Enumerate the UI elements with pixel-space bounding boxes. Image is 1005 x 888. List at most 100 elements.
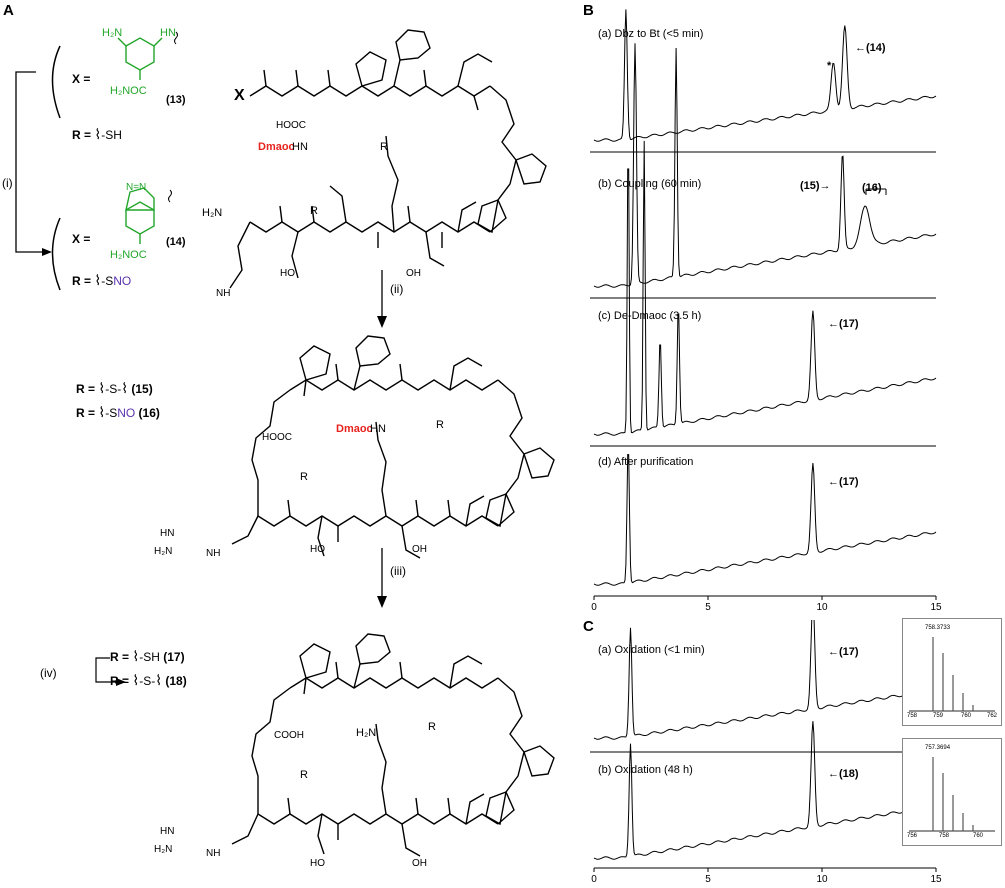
x-tick-label: 0 [591, 874, 597, 885]
ms-tick-b-0: 756 [907, 833, 918, 839]
oh-label-2: OH [406, 268, 421, 279]
step-ii-label: (ii) [390, 282, 404, 296]
ms-tick-b-1: 758 [939, 833, 950, 839]
r-side-4: R [300, 471, 308, 483]
step-i-label: (i) [2, 176, 13, 190]
r-side-2: R [310, 205, 318, 217]
r-side-5: R [428, 721, 436, 733]
peptide-structure-1: X HOOC Dmaoc HN R R H₂N HO OH NH [202, 29, 547, 299]
peak-label-15: (15)→ [800, 180, 831, 192]
step-iii-label: (iii) [390, 564, 406, 578]
x-group: X [234, 87, 245, 104]
trace-b-c [593, 140, 937, 436]
peak-label-18: ←(18) [828, 768, 859, 780]
trace-label-b-b: (b) Coupling (60 min) [598, 178, 702, 190]
r-label-16: R = ⌇-SNO (16) [76, 404, 160, 420]
ms-peak-label-b: 757.3694 [925, 745, 951, 751]
trace-label-c-b: (b) Oxidation (48 h) [598, 764, 693, 776]
step-i-arrow [15, 45, 61, 291]
ms-spectrum-a [909, 637, 995, 712]
peak-label-17-c: ←(17) [828, 318, 859, 330]
ms-inset-a: 758.3733 758 759 760 762 [902, 618, 1002, 726]
peak-label-17-ox: ←(17) [828, 646, 859, 658]
h2n-label-1: H₂N [202, 207, 222, 219]
ho-label-2: HO [310, 544, 325, 555]
ms-tick-a-0: 758 [907, 713, 918, 719]
svg-text:HN: HN [160, 27, 176, 39]
trace-label-b-d: (d) After purification [598, 456, 694, 468]
hooc-label-2: HOOC [262, 432, 292, 443]
ms-inset-b: 757.3694 756 758 760 [902, 738, 1002, 846]
ms-tick-a-1: 759 [933, 713, 944, 719]
peptide-structure-2: HOOC Dmaoc HN R R HO OH HN H₂N NH [154, 335, 555, 559]
bt-structure: N=N H₂NOC [110, 182, 172, 261]
nh-guan-2: NH [206, 548, 220, 559]
hn-label-1: HN [292, 141, 308, 153]
svg-text:H₂N: H₂N [102, 27, 122, 39]
cooh-label-3: COOH [274, 730, 304, 741]
x-tick-label: 10 [816, 602, 828, 612]
step-iii-arrow [377, 548, 387, 608]
x-tick-label: 15 [930, 602, 942, 612]
x-label-14: X = [72, 232, 91, 246]
h2n-guan-3: H₂N [154, 844, 172, 855]
oh-label-1: HO [280, 268, 295, 279]
trace-c-b [593, 721, 937, 860]
compound-13-label: (13) [166, 94, 186, 106]
x-tick-label: 0 [591, 602, 597, 612]
ms-spectrum-b [909, 757, 995, 832]
step-iv-label: (iv) [40, 666, 57, 680]
oh-label-3: OH [412, 544, 427, 555]
ms-tick-a-2: 760 [961, 713, 972, 719]
peptide-structure-3: COOH H₂N R R HO OH HN H₂N NH [154, 633, 555, 869]
trace-label-b-c: (c) De-Dmaoc (3.5 h) [598, 310, 702, 322]
ms-tick-a-3: 762 [987, 713, 998, 719]
x-label-13: X = [72, 72, 91, 86]
nh-guan-3: NH [206, 848, 220, 859]
r-label-17: R = ⌇-SH (17) [110, 648, 185, 664]
trace-b-b [593, 43, 937, 288]
panel-c-plot: 0 5 10 15 [590, 620, 942, 885]
nh-guan-1: NH [216, 288, 230, 299]
ms-tick-b-2: 760 [973, 833, 984, 839]
svg-text:H₂NOC: H₂NOC [110, 85, 147, 97]
x-tick-label: 5 [705, 602, 711, 612]
x-tick-label: 10 [816, 874, 828, 885]
dmaoc-label-1: Dmaoc [258, 141, 295, 153]
r-label-14: R = ⌇-SNO [72, 272, 132, 288]
peak-label-14: ←(14) [855, 42, 886, 54]
panel-b-plot: 0 5 10 15 [590, 9, 942, 612]
trace-b-a [593, 9, 937, 142]
hn-guan-2: HN [160, 528, 174, 539]
ms-peak-label-a: 758.3733 [925, 625, 951, 631]
r-label-18: R = ⌇-S-⌇ (18) [110, 672, 187, 688]
impurity-star: * [827, 60, 832, 72]
h2n-lys-3: H₂N [356, 727, 376, 739]
x-tick-label: 15 [930, 874, 942, 885]
compound-14-label: (14) [166, 236, 186, 248]
trace-c-a [593, 620, 937, 740]
cooh-label: HOOC [276, 120, 306, 131]
dmaoc-label-2: Dmaoc [336, 423, 373, 435]
trace-label-b-a: (a) Dbz to Bt (<5 min) [598, 28, 704, 40]
oh-label-4: OH [412, 858, 427, 869]
hn-label-2: HN [370, 423, 386, 435]
svg-text:N=N: N=N [126, 182, 146, 193]
h2n-guan-2: H₂N [154, 546, 172, 557]
hn-guan-3: HN [160, 826, 174, 837]
r-side-1: R [380, 141, 388, 153]
ho-label-3: HO [310, 858, 325, 869]
trace-label-c-a: (a) Oxidation (<1 min) [598, 644, 705, 656]
peak-label-17-d: ←(17) [828, 476, 859, 488]
step-ii-arrow [377, 270, 387, 328]
panel-letter-c: C [583, 618, 594, 635]
step-iv-arrow [95, 657, 126, 686]
r-label-15: R = ⌇-S-⌇ (15) [76, 380, 153, 396]
trace-b-d [593, 453, 937, 586]
x-tick-label: 5 [705, 874, 711, 885]
panel-letter-a: A [3, 2, 14, 19]
r-side-3: R [436, 419, 444, 431]
panel-letter-b: B [583, 2, 594, 19]
dbz-structure: H₂N HN H₂NOC [102, 27, 178, 97]
svg-text:H₂NOC: H₂NOC [110, 249, 147, 261]
